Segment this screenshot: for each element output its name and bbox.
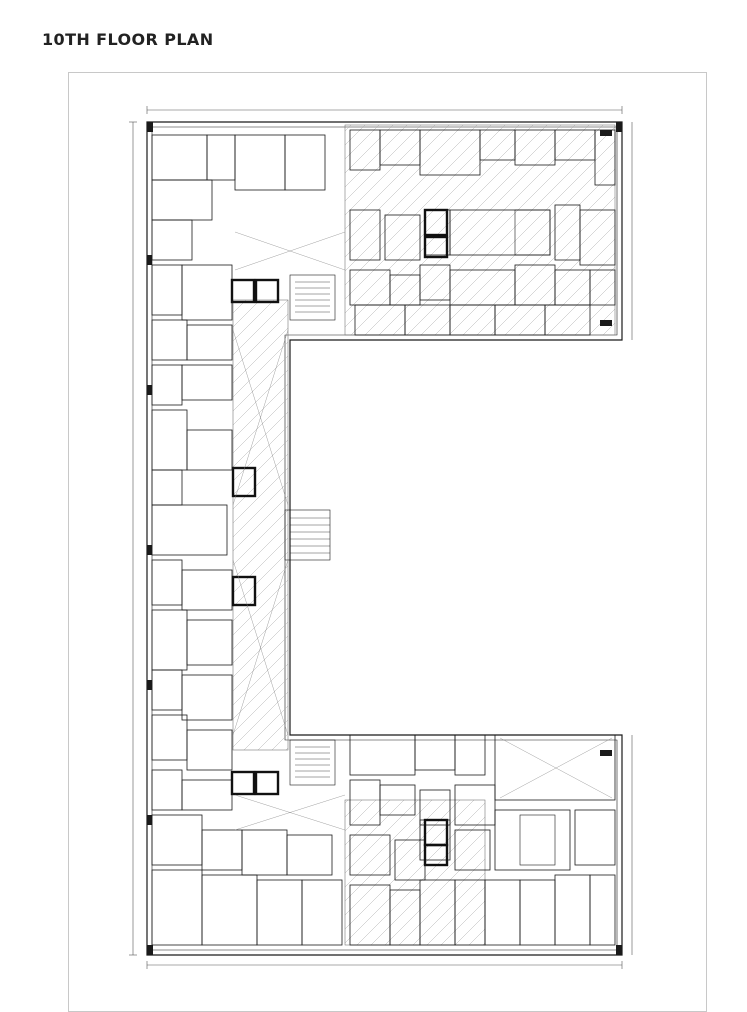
lift-cores xyxy=(230,208,449,867)
west-wing-rooms xyxy=(151,134,343,946)
void-cross-lines xyxy=(232,231,613,831)
south-wing-rooms xyxy=(349,734,616,946)
dimension-lines xyxy=(129,106,633,969)
north-wing-rooms xyxy=(349,129,616,336)
staircases xyxy=(284,209,556,866)
wall-blocks xyxy=(147,122,622,955)
page-title: 10TH FLOOR PLAN xyxy=(42,30,214,49)
